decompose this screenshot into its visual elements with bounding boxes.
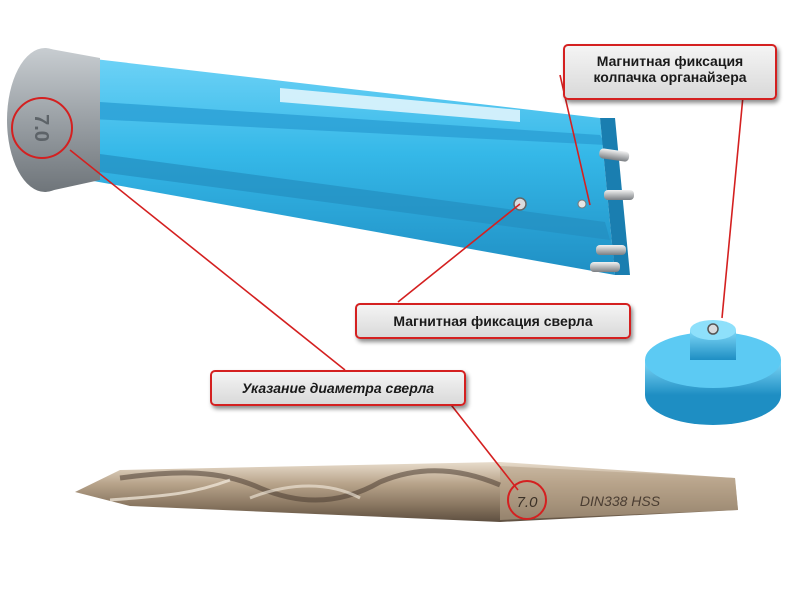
cap-number-text: 7.0 (30, 114, 52, 142)
drill-diameter-text: 7.0 (517, 494, 539, 511)
drill-diameter-marker (507, 480, 547, 520)
callout-diameter: Указание диаметра сверла (210, 370, 466, 406)
cap-number-marker (11, 97, 73, 159)
callout-cap-fixation: Магнитная фиксация колпачка органайзера (563, 44, 777, 100)
organizer-end-cap (7, 48, 100, 192)
callout-diameter-text: Указание диаметра сверла (241, 380, 435, 396)
callout-cap-fixation-line1: Магнитная фиксация (596, 53, 744, 69)
organizer-cap (645, 320, 781, 425)
drill-bit (75, 462, 738, 522)
callout-drill-fixation-text: Магнитная фиксация сверла (393, 313, 593, 329)
drill-code-text: DIN338 HSS (580, 493, 661, 509)
organizer-tube (60, 55, 630, 275)
callout-cap-fixation-line2: колпачка органайзера (593, 69, 747, 85)
callout-drill-fixation: Магнитная фиксация сверла (355, 303, 631, 339)
